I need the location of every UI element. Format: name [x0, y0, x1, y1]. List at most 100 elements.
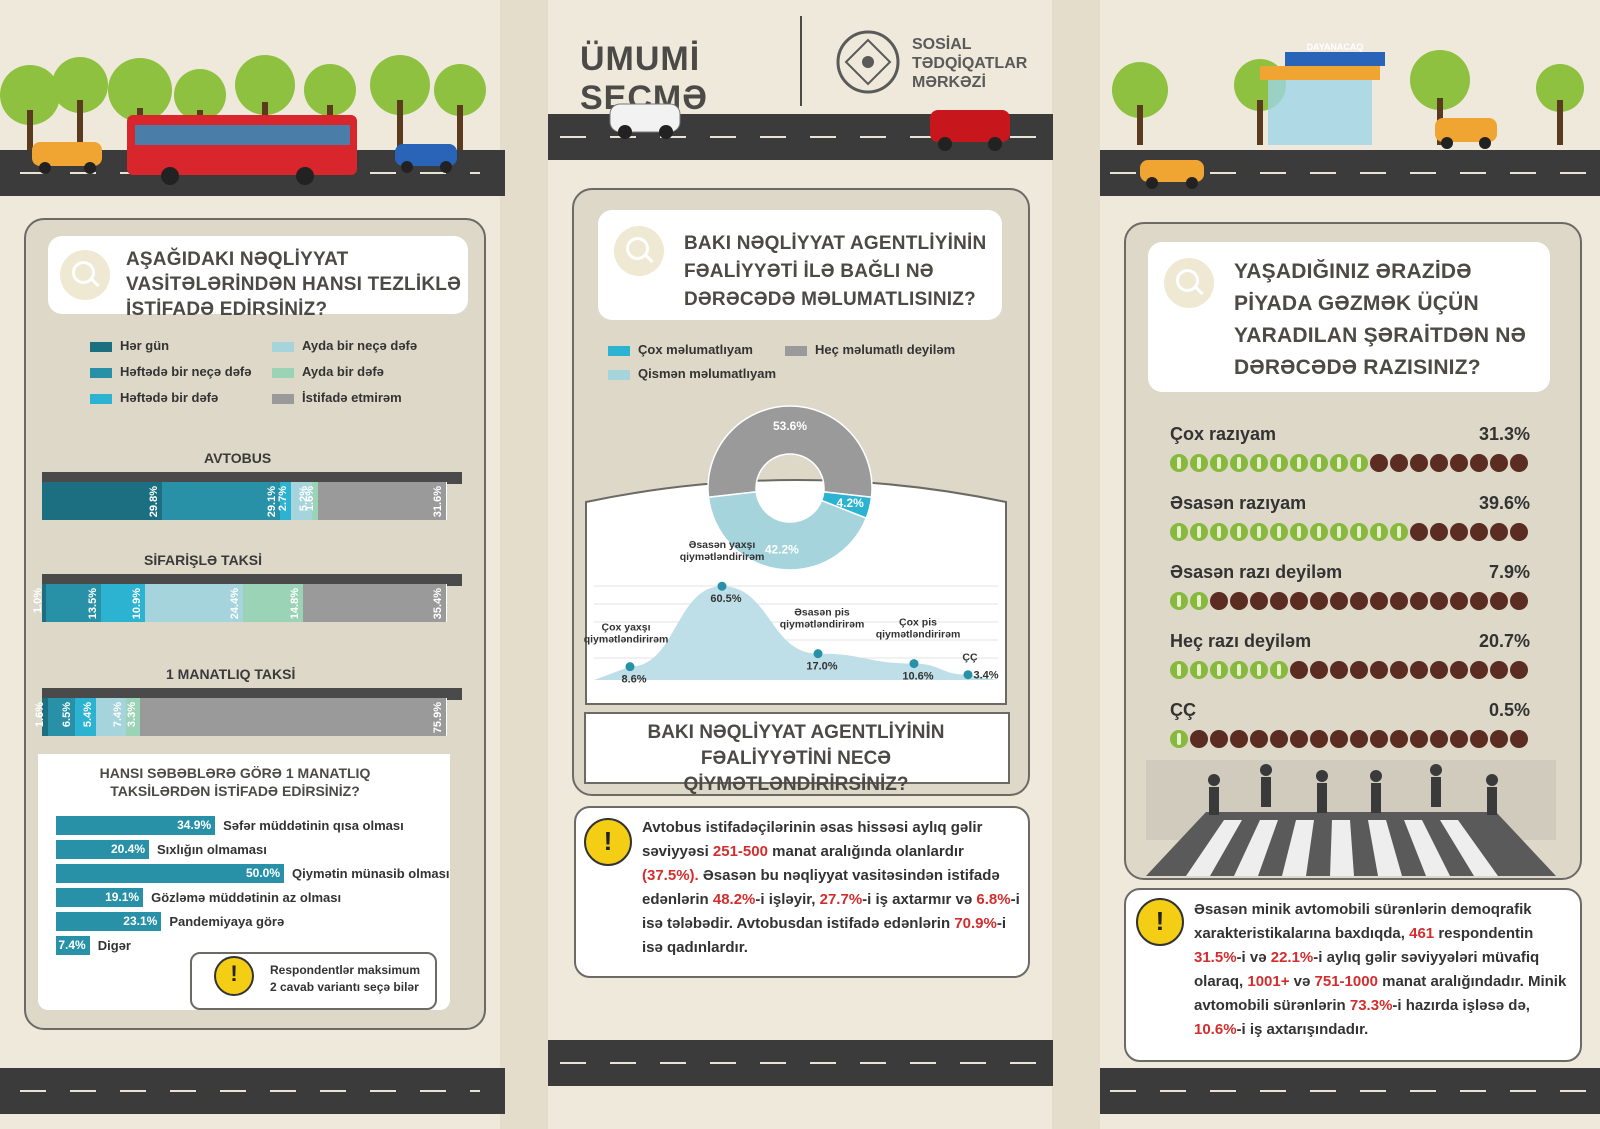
- reason-bar: [56, 912, 162, 931]
- note-text: -i isə tələbədir. Avtobusdan istifadə ed…: [642, 891, 1020, 932]
- note-text: -i aylıq gəlir səviyyələri müvafiq olara…: [1194, 949, 1540, 990]
- satisfaction-dot: [1350, 592, 1368, 610]
- reason-value-label: 23.1%: [123, 914, 158, 928]
- satisfaction-dot: [1510, 730, 1528, 748]
- satisfaction-dot: [1430, 454, 1448, 472]
- scenery-left: [0, 55, 486, 185]
- satisfaction-dot: [1510, 661, 1528, 679]
- area-point: [625, 662, 635, 672]
- bar-segment: 3.3%: [126, 698, 141, 736]
- satisfaction-dot: [1470, 730, 1488, 748]
- satisfaction-dot: [1330, 523, 1348, 541]
- reason-value-label: 20.4%: [110, 842, 146, 856]
- note-text: manat aralığındadır. Minik avtomobili sü…: [1194, 973, 1567, 1014]
- search-icon: [1164, 258, 1214, 308]
- reason-label: Səfər müddətinin qısa olması: [223, 818, 404, 833]
- satisfaction-dot: [1270, 661, 1288, 679]
- legend-swatch: [785, 345, 807, 356]
- satisfaction-dot: [1310, 454, 1328, 472]
- note-highlight: 73.3%: [1349, 997, 1393, 1014]
- satisfaction-dot: [1170, 730, 1188, 748]
- pie-slice: [707, 491, 868, 571]
- middle-question: BAKI NƏQLİYYAT AGENTLİYİNİN FƏALİYYƏTİ İ…: [684, 233, 987, 310]
- satisfaction-dot: [1470, 523, 1488, 541]
- legend-item-ayda-bir: Ayda bir dəfə: [272, 364, 384, 379]
- satisfaction-dot: [1270, 454, 1288, 472]
- area-category-label: Çox yaxşı: [601, 622, 650, 634]
- note-text: respondentin: [1438, 925, 1534, 942]
- area-value-label: 3.4%: [973, 670, 998, 682]
- right-note-text: Əsasən minik avtomobili sürənlərin demoq…: [1194, 898, 1572, 1042]
- satisfaction-dot-row: [1170, 523, 1528, 541]
- legend-label: Hər gün: [120, 338, 170, 353]
- legend-item-her-gun: Hər gün: [90, 338, 169, 353]
- legend-swatch: [90, 367, 112, 378]
- note-highlight: 461: [1409, 925, 1435, 942]
- satisfaction-dot-row: [1170, 592, 1528, 610]
- satisfaction-label: Əsasən razı deyiləm: [1170, 562, 1343, 582]
- reasons-question: HANSI SƏBƏBLƏRƏ GÖRƏ 1 MANATLIQ TAKSİLƏR…: [99, 765, 371, 799]
- left-note-text: Respondentlər maksimum 2 cavab variantı …: [270, 963, 421, 994]
- satisfaction-dot: [1270, 523, 1288, 541]
- bar-segment: 35.4%: [302, 584, 447, 622]
- satisfaction-dot: [1310, 592, 1328, 610]
- legend-item-istifade-etmirem: İstifadə etmirəm: [272, 390, 402, 405]
- area-category-label: qiymətləndirirəm: [876, 629, 961, 641]
- satisfaction-dot: [1410, 730, 1428, 748]
- area-category-label: qiymətləndirirəm: [780, 619, 865, 631]
- satisfaction-dot: [1290, 523, 1308, 541]
- satisfaction-dot: [1170, 454, 1188, 472]
- legend-label: Həftədə bir neçə dəfə: [120, 364, 252, 379]
- satisfaction-dot: [1230, 454, 1248, 472]
- satisfaction-dot: [1410, 661, 1428, 679]
- satisfaction-dot: [1450, 454, 1468, 472]
- area-value-label: 17.0%: [806, 661, 837, 673]
- area-point: [717, 581, 727, 591]
- road-marking: [1110, 1090, 1590, 1092]
- reason-label: Sıxlığın olmaması: [157, 842, 267, 857]
- satisfaction-dot: [1450, 592, 1468, 610]
- legend-swatch: [272, 393, 294, 404]
- stacked-bar: 1.0%13.5%10.9%24.4%14.8%35.4%: [32, 584, 447, 622]
- legend-label: Həftədə bir dəfə: [120, 390, 219, 405]
- reason-label: Qiymətin münasib olması: [292, 866, 450, 881]
- bar-value-label: 75.9%: [431, 702, 444, 734]
- bar-road: [42, 574, 462, 586]
- bus-stop-sign: DAYANACAQ: [1306, 42, 1364, 52]
- satisfaction-dot-row: [1170, 730, 1528, 748]
- satisfaction-dot: [1390, 661, 1408, 679]
- bar-segment: 14.8%: [243, 584, 304, 622]
- satisfaction-dot: [1510, 523, 1528, 541]
- satisfaction-dot: [1170, 523, 1188, 541]
- area-category-label: ÇÇ: [962, 652, 978, 664]
- satisfaction-dot: [1250, 661, 1268, 679]
- satisfaction-value: 0.5%: [1488, 700, 1530, 720]
- satisfaction-dot: [1370, 661, 1388, 679]
- bar-segment: 31.6%: [318, 482, 447, 520]
- legend-swatch: [90, 393, 112, 404]
- right-question: YAŞADIĞINIZ ƏRAZİDƏ PİYADA GƏZMƏK ÜÇÜN Y…: [1234, 260, 1527, 379]
- satisfaction-label: Çox razıyam: [1170, 424, 1277, 444]
- legend-label: Çox məlumatlıyam: [638, 342, 753, 357]
- area-category-label: Əsasən pis: [794, 607, 850, 619]
- satisfaction-dot: [1190, 730, 1208, 748]
- bar-value-label: 13.5%: [86, 588, 99, 620]
- satisfaction-dot: [1430, 730, 1448, 748]
- search-icon: [60, 250, 110, 300]
- legend-swatch: [608, 369, 630, 380]
- reason-bar: [56, 816, 216, 835]
- bar-category-label: SİFARİŞLƏ TAKSİ: [144, 552, 263, 568]
- note-text: -i hazırda işləsə də,: [1392, 997, 1530, 1014]
- bar-road: [42, 472, 462, 484]
- area-category-label: qiymətləndirirəm: [680, 551, 765, 563]
- legend-item-qismen-melumatliyam: Qismən məlumatlıyam: [608, 366, 776, 381]
- note-highlight: (37.5%).: [642, 867, 699, 884]
- legend-label: Ayda bir dəfə: [302, 364, 384, 379]
- bar-value-label: 14.8%: [288, 588, 301, 620]
- bar-segment: 13.5%: [46, 584, 102, 622]
- bar-value-label: 2.7%: [276, 486, 289, 512]
- awareness-donut-chart: 53.6%4.2%42.2%: [707, 405, 873, 571]
- bar-value-label: 1.6%: [304, 486, 317, 512]
- area-point: [963, 670, 973, 680]
- satisfaction-dot: [1310, 661, 1328, 679]
